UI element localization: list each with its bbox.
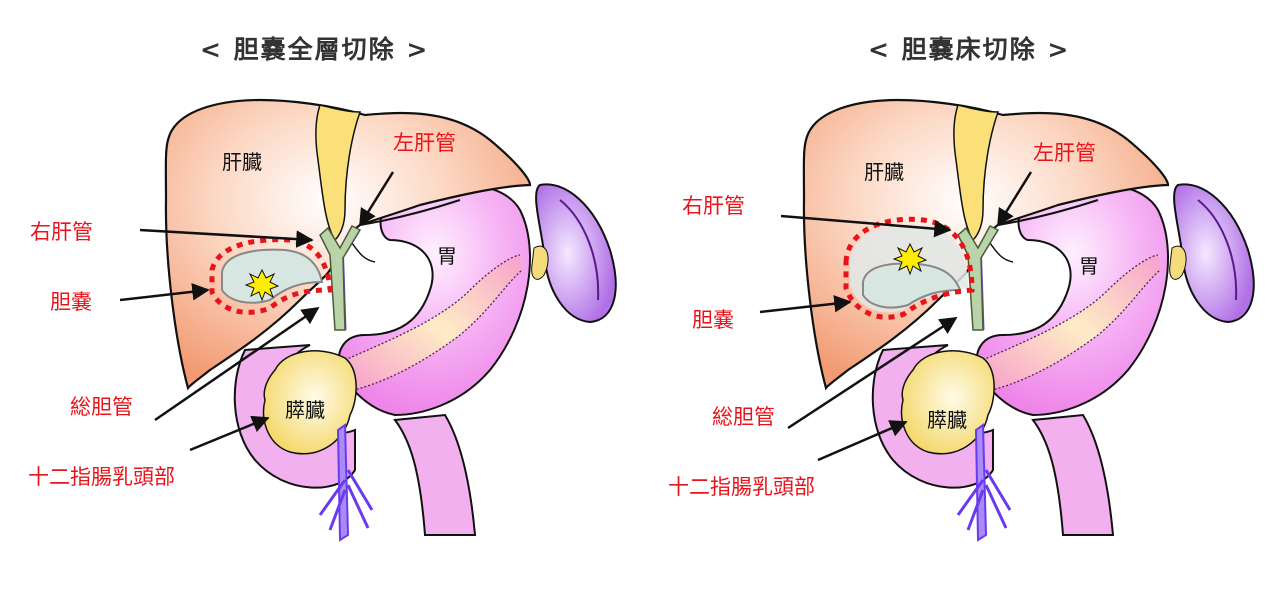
label-gallbladder: 胆嚢 [50,290,92,314]
label-stomach: 胃 [437,244,457,268]
label-duodenal-papilla: 十二指腸乳頭部 [668,475,815,499]
label-pancreas: 膵臓 [927,408,967,432]
label-right-hepatic-duct: 右肝管 [682,194,745,218]
spleen [1169,183,1255,324]
label-gallbladder: 胆嚢 [692,308,734,332]
resection-boundary [209,237,333,315]
label-pancreas: 膵臓 [285,398,325,422]
label-right-hepatic-duct: 右肝管 [30,220,93,244]
pointer-arrows [119,171,395,452]
label-liver: 肝臓 [222,150,262,174]
duodenum [871,344,1115,536]
bile-duct [319,225,362,331]
stomach [337,183,531,417]
panel-title: < 胆嚢全層切除 > [200,35,430,64]
duodenum [233,344,477,536]
anatomy-illustration [759,98,1255,542]
pancreas [900,350,995,455]
pancreas [262,350,357,455]
label-left-hepatic-duct: 左肝管 [1033,141,1096,165]
spleen [531,183,617,324]
label-common-bile-duct: 総胆管 [712,405,775,429]
label-duodenal-papilla: 十二指腸乳頭部 [28,465,175,489]
yellow-starburst-icon [244,268,280,302]
label-liver: 肝臓 [864,160,904,184]
label-common-bile-duct: 総胆管 [70,395,133,419]
anatomy-illustration [119,98,617,542]
pointer-arrows [759,171,1033,462]
panel-full-thickness-resection: < 胆嚢全層切除 > [28,35,617,542]
stomach [975,183,1169,417]
yellow-starburst-icon [892,242,928,276]
label-stomach: 胃 [1079,254,1099,278]
panel-gallbladder-bed-resection: < 胆嚢床切除 > [644,0,1288,592]
label-left-hepatic-duct: 左肝管 [393,131,456,155]
panel-title: < 胆嚢床切除 > [868,35,1071,64]
resection-boundary [843,216,975,320]
